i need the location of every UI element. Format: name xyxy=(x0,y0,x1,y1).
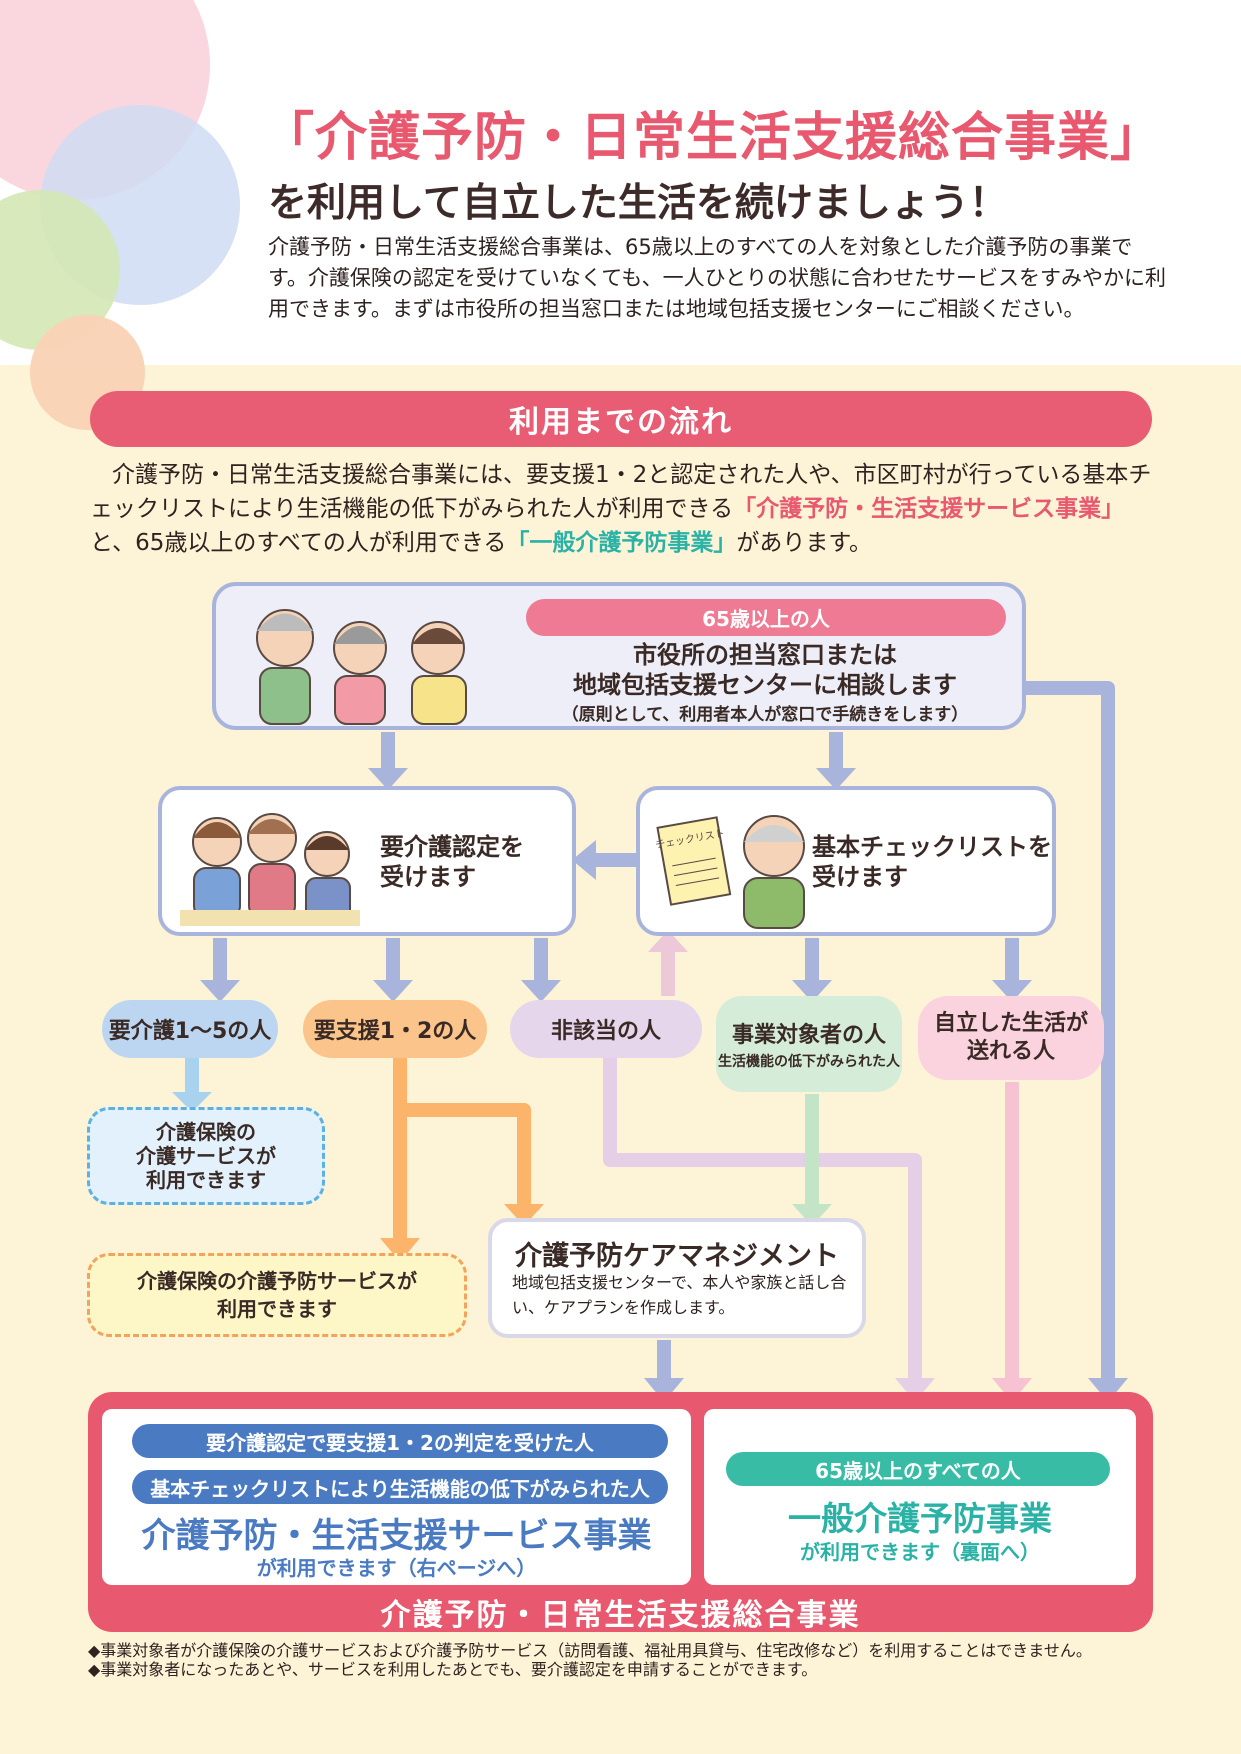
checklist-box: チェックリスト xyxy=(636,786,1056,936)
arrow-heads xyxy=(172,768,1128,1402)
family-illustration xyxy=(180,813,360,926)
independent-pill: 自立した生活が 送れる人 xyxy=(918,996,1104,1080)
care-service-line3: 利用できます xyxy=(146,1168,266,1192)
flow-desc-part-b: と、65歳以上のすべての人が利用できる xyxy=(90,530,507,556)
checklist-text: 基本チェックリストを受けます xyxy=(812,832,1052,892)
certification-line1: 要介護認定を xyxy=(380,833,524,861)
general-eligibility-pill: 65歳以上のすべての人 xyxy=(726,1452,1110,1486)
comprehensive-program-label: 介護予防・日常生活支援総合事業 xyxy=(380,1598,861,1633)
flow-desc-highlight-service: 「介護予防・生活支援サービス事業」 xyxy=(733,496,1125,522)
service-eligibility-pill-checklist: 基本チェックリストにより生活機能の低下がみられた人 xyxy=(132,1470,668,1504)
age-65-pill: 65歳以上の人 xyxy=(526,599,1006,636)
certification-text: 要介護認定を受けます xyxy=(380,832,524,892)
page-title: 「介護予防・日常生活支援総合事業」 xyxy=(262,108,1164,168)
arrow-support-to-mgmt xyxy=(400,1103,531,1204)
program-target-note: 生活機能の低下がみられた人 xyxy=(718,1054,900,1070)
checklist-line1: 基本チェックリストを xyxy=(812,833,1052,861)
prevention-service-line2: 利用できます xyxy=(217,1297,337,1321)
care-service-box: 介護保険の介護サービスが利用できます xyxy=(87,1107,325,1205)
footnote: ◆事業対象者になったあとや、サービスを利用したあとでも、要介護認定を申請すること… xyxy=(88,1660,818,1679)
service-program-subtitle: が利用できます（右ページへ） xyxy=(256,1556,537,1580)
consultation-line1: 市役所の担当窓口または xyxy=(633,641,897,669)
consultation-text: 市役所の担当窓口または地域包括支援センターに相談します xyxy=(470,640,1060,700)
service-program-title: 介護予防・生活支援サービス事業 xyxy=(141,1516,652,1556)
footnote: ◆事業対象者が介護保険の介護サービスおよび介護予防サービス（訪問看護、福祉用具貸… xyxy=(88,1641,1092,1660)
program-target-pill: 事業対象者の人 生活機能の低下がみられた人 xyxy=(716,996,902,1092)
program-target-title: 事業対象者の人 xyxy=(731,1023,886,1048)
care-management-description: 地域包括支援センターで、本人や家族と話し合い、ケアプランを作成します。 xyxy=(512,1273,847,1317)
general-program-panel xyxy=(704,1409,1136,1585)
general-program-subtitle: が利用できます（裏面へ） xyxy=(800,1540,1040,1564)
flow-desc-part-c: があります。 xyxy=(736,530,873,556)
flow-desc-part-a: 介護予防・日常生活支援総合事業には、要支援1・2と認定された人や、市区町村が行っ… xyxy=(90,462,1152,522)
independent-line2: 送れる人 xyxy=(966,1039,1055,1064)
flow-description: 介護予防・日常生活支援総合事業には、要支援1・2と認定された人や、市区町村が行っ… xyxy=(90,458,1152,560)
checklist-line2: 受けます xyxy=(812,863,908,891)
prevention-service-box: 介護保険の介護予防サービスが利用できます xyxy=(87,1253,467,1337)
service-eligibility-pill-certified: 要介護認定で要支援1・2の判定を受けた人 xyxy=(132,1424,668,1458)
prevention-service-line1: 介護保険の介護予防サービスが xyxy=(137,1269,417,1293)
care-management-box xyxy=(488,1218,866,1338)
consultation-note: （原則として、利用者本人が窓口で手続きをします） xyxy=(561,705,969,725)
general-program-title: 一般介護予防事業 xyxy=(788,1499,1052,1538)
page-subtitle: を利用して自立した生活を続けましょう！ xyxy=(268,181,1008,226)
support-level-pill: 要支援1・2の人 xyxy=(303,1000,487,1058)
certification-line2: 受けます xyxy=(380,863,476,891)
care-service-line1: 介護保険の xyxy=(156,1120,256,1144)
people-illustration xyxy=(256,609,467,725)
non-applicable-pill: 非該当の人 xyxy=(510,1000,702,1058)
elder-checklist-illustration: チェックリスト xyxy=(654,815,805,929)
intro-text: 介護予防・日常生活支援総合事業は、65歳以上のすべての人を対象とした介護予防の事… xyxy=(268,235,1166,321)
care-level-pill: 要介護1〜5の人 xyxy=(102,1000,278,1058)
care-management-title: 介護予防ケアマネジメント xyxy=(515,1241,839,1272)
independent-line1: 自立した生活が xyxy=(933,1011,1088,1036)
care-service-line2: 介護サービスが xyxy=(136,1144,276,1168)
arrow-non-to-general xyxy=(603,1058,922,1378)
consultation-line2: 地域包括支援センターに相談します xyxy=(573,671,957,699)
arrow-top-to-general xyxy=(1026,681,1115,1378)
certification-box xyxy=(158,786,576,936)
flow-header: 利用までの流れ xyxy=(90,391,1152,447)
flow-desc-highlight-general: 「一般介護予防事業」 xyxy=(506,530,737,556)
